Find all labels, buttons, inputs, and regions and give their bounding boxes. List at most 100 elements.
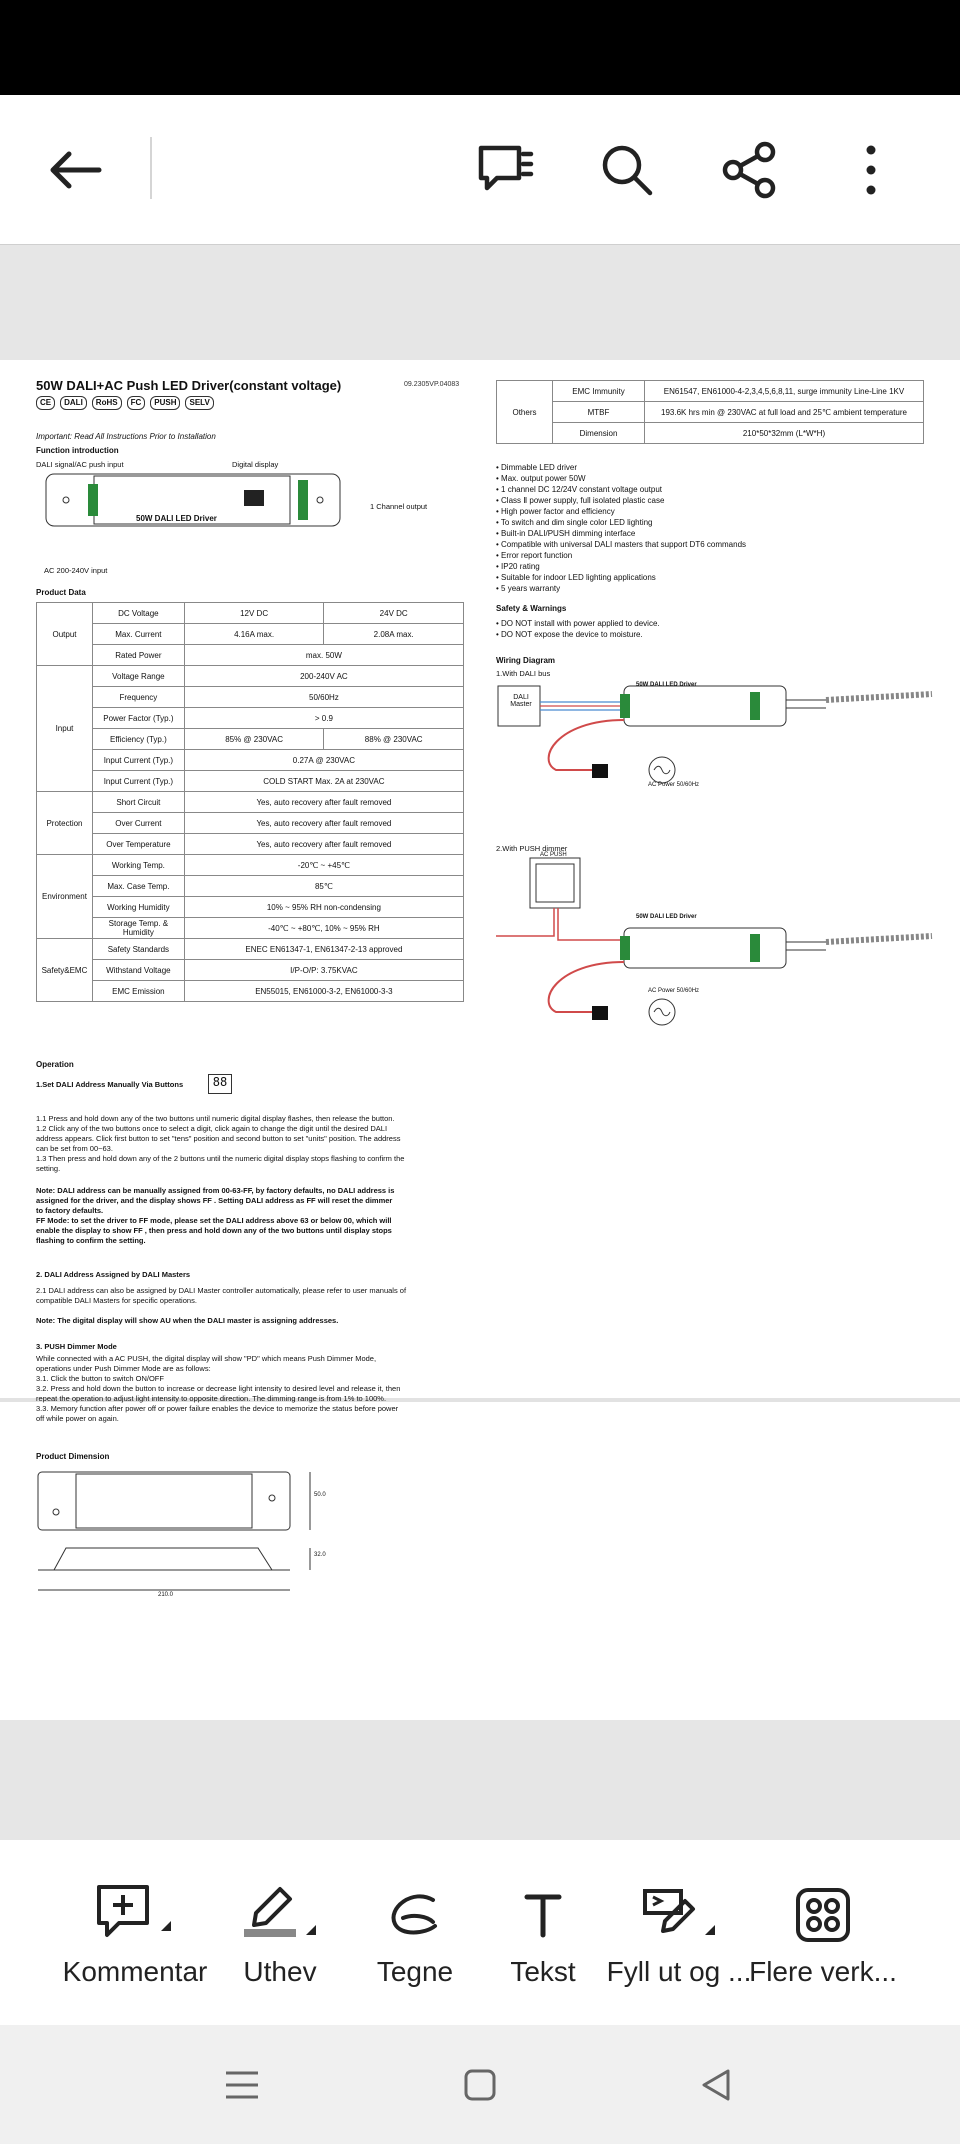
op3-line: 3.2. Press and hold down the button to i…	[36, 1384, 401, 1393]
group-cell: Input	[36, 665, 93, 792]
list-item: • Error report function	[496, 551, 573, 560]
comments-button[interactable]	[470, 135, 540, 205]
wiring-push-label: 2.With PUSH dimmer	[496, 844, 568, 853]
value-cell: 88% @ 230VAC	[323, 728, 464, 750]
tool-highlight[interactable]: Uthev	[205, 1880, 355, 1988]
cert-rohs: RoHS	[91, 396, 122, 410]
note-line: to factory defaults.	[36, 1206, 104, 1215]
op3-line: repeat the operation to adjust light int…	[36, 1394, 387, 1403]
back-button[interactable]	[40, 135, 110, 205]
note-line: enable the display to show FF , then pre…	[36, 1226, 392, 1235]
op1-note: Note: DALI address can be manually assig…	[36, 1186, 476, 1246]
wiring-heading: Wiring Diagram	[496, 656, 556, 665]
op3-heading: 3. PUSH Dimmer Mode	[36, 1342, 117, 1351]
operation-heading: Operation	[36, 1060, 74, 1069]
list-item: • 1 channel DC 12/24V constant voltage o…	[496, 485, 663, 494]
doc-code: 09.2305VP.04083	[404, 381, 460, 388]
spec-table: Output DC Voltage 12V DC 24V DC Max. Cur…	[36, 602, 465, 1002]
table-row: Working Humidity 10% ~ 95% RH non-conden…	[37, 896, 465, 918]
dali-input-label: DALI signal/AC push input	[36, 460, 124, 469]
op1-line: address appears. Click first button to s…	[36, 1134, 401, 1143]
share-button[interactable]	[714, 135, 784, 205]
table-row: Output DC Voltage 12V DC 24V DC	[36, 602, 464, 666]
value-cell: 85℃	[183, 875, 465, 897]
tool-label: Fyll ut og ...	[606, 1956, 752, 1987]
comments-icon	[478, 145, 534, 191]
value-cell: -20℃ ~ +45℃	[183, 854, 465, 876]
wiring-device-label-2: 50W DALI LED Driver	[636, 914, 697, 920]
function-intro-heading: Function introduction	[36, 446, 119, 455]
list-item: • Suitable for indoor LED lighting appli…	[496, 573, 656, 582]
param-cell: Dimension	[552, 422, 645, 444]
op3-line: 3.3. Memory function after power off or …	[36, 1404, 399, 1413]
display-88-icon: 88	[208, 1074, 232, 1094]
cert-ce: CE	[36, 396, 56, 410]
list-item: • 5 years warranty	[496, 584, 561, 593]
tool-comment[interactable]: Kommentar	[60, 1880, 210, 1988]
recent-apps-icon	[226, 2071, 258, 2099]
tool-fill-sign[interactable]: Fyll ut og ...	[604, 1880, 754, 1988]
cert-push: PUSH	[150, 396, 181, 410]
table-row: Input Voltage Range 200-240V AC	[36, 665, 465, 792]
highlight-icon	[244, 1887, 316, 1937]
cert-selv: SELV	[185, 396, 214, 410]
op3-line: While connected with a AC PUSH, the digi…	[36, 1354, 377, 1363]
home-icon	[464, 2069, 496, 2101]
list-item: • Built-in DALI/PUSH dimming interface	[496, 529, 636, 538]
tool-more[interactable]: Flere verk...	[748, 1880, 898, 1988]
list-item: • Max. output power 50W	[496, 474, 586, 483]
op2-text: 2.1 DALI address can also be assigned by…	[36, 1286, 476, 1306]
value-cell: max. 50W	[183, 644, 465, 666]
text-icon	[524, 1894, 562, 1938]
device-label: 50W DALI LED Driver	[136, 514, 217, 523]
tool-text[interactable]: Tekst	[468, 1880, 618, 1988]
value-cell: Yes, auto recovery after fault removed	[183, 833, 465, 855]
param-cell: Input Current (Typ.)	[91, 770, 185, 792]
tool-label: Flere verk...	[749, 1956, 897, 1987]
dimension-heading: Product Dimension	[36, 1452, 110, 1461]
important-note: Important: Read All Instructions Prior t…	[36, 432, 216, 441]
op3-line: 3.1. Click the button to switch ON/OFF	[36, 1374, 164, 1383]
bottom-toolbar: Kommentar Uthev Tegne Tekst Fyll ut og .…	[0, 1840, 960, 2025]
list-item: • To switch and dim single color LED lig…	[496, 518, 653, 527]
value-cell: EN55015, EN61000-3-2, EN61000-3-3	[183, 980, 465, 1002]
value-cell: 85% @ 230VAC	[183, 728, 325, 750]
value-cell: 200-240V AC	[183, 665, 465, 687]
list-item: • DO NOT expose the device to moisture.	[496, 630, 643, 639]
wiring-device-label-1: 50W DALI LED Driver	[636, 682, 697, 688]
safety-list: • DO NOT install with power applied to d…	[496, 618, 660, 640]
tool-draw[interactable]: Tegne	[340, 1880, 490, 1988]
value-cell: 2.08A max.	[323, 623, 464, 645]
table-row: Storage Temp. & Humidity -40℃ ~ +80℃, 10…	[37, 917, 465, 939]
param-cell: Working Temp.	[91, 854, 185, 876]
nav-back-button[interactable]	[686, 2055, 746, 2115]
table-row: Max. Case Temp. 85℃	[37, 875, 465, 897]
value-cell: Yes, auto recovery after fault removed	[183, 791, 465, 813]
home-button[interactable]	[450, 2055, 510, 2115]
op2-note: Note: The digital display will show AU w…	[36, 1316, 339, 1325]
dim-height: 32.0	[314, 1552, 326, 1558]
value-cell: COLD START Max. 2A at 230VAC	[183, 770, 465, 792]
cert-dali: DALI	[60, 396, 87, 410]
list-item: • Dimmable LED driver	[496, 463, 578, 472]
channel-output-label: 1 Channel output	[370, 502, 428, 511]
param-cell: Max. Case Temp.	[91, 875, 185, 897]
param-cell: Storage Temp. & Humidity	[91, 917, 185, 939]
group-cell: Output	[36, 602, 93, 666]
search-button[interactable]	[592, 135, 662, 205]
param-cell: Over Temperature	[91, 833, 185, 855]
share-icon	[722, 141, 776, 199]
more-options-button[interactable]	[836, 135, 906, 205]
value-cell: 10% ~ 95% RH non-condensing	[183, 896, 465, 918]
value-cell: EN61547, EN61000-4-2,3,4,5,6,8,11, surge…	[644, 380, 924, 402]
op2-line: 2.1 DALI address can also be assigned by…	[36, 1286, 407, 1295]
group-cell: Safety&EMC	[36, 938, 93, 1002]
device-illustration	[45, 473, 341, 527]
value-cell: 0.27A @ 230VAC	[183, 749, 465, 771]
table-row: Safety&EMC Safety Standards ENEC EN61347…	[36, 938, 465, 1002]
note-line: Note: DALI address can be manually assig…	[36, 1186, 395, 1195]
ac-power-label-2: AC Power 50/60Hz	[648, 988, 700, 994]
cert-logos: CE DALI RoHS FC PUSH SELV	[36, 396, 214, 410]
recent-apps-button[interactable]	[212, 2055, 272, 2115]
tool-label: Uthev	[243, 1956, 317, 1987]
